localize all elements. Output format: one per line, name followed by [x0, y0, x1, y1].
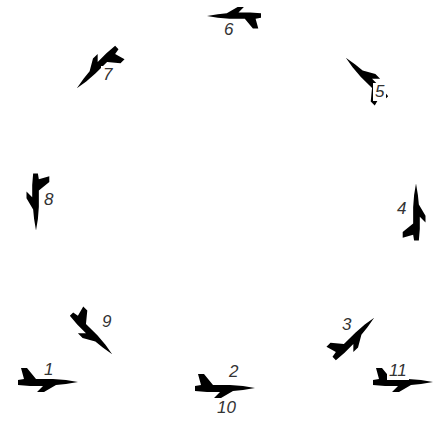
callout-number: 11 — [387, 362, 409, 380]
callout-number: 4 — [395, 200, 408, 218]
jet-silhouette — [195, 374, 255, 398]
callout-number: 6 — [222, 21, 235, 39]
callout-number: 9 — [100, 313, 113, 331]
callout-number: 7 — [101, 66, 114, 84]
callout-number: 3 — [340, 316, 353, 334]
callout-number: 2 — [227, 363, 240, 381]
jet-silhouette — [65, 304, 121, 360]
callout-number: 5 — [373, 83, 386, 101]
callout-number: 8 — [42, 191, 55, 209]
callout-number: 1 — [42, 361, 55, 379]
jet-silhouette — [324, 308, 380, 364]
jet-silhouette — [70, 41, 126, 97]
callout-number: 10 — [215, 399, 238, 417]
jet-silhouette — [336, 51, 392, 107]
